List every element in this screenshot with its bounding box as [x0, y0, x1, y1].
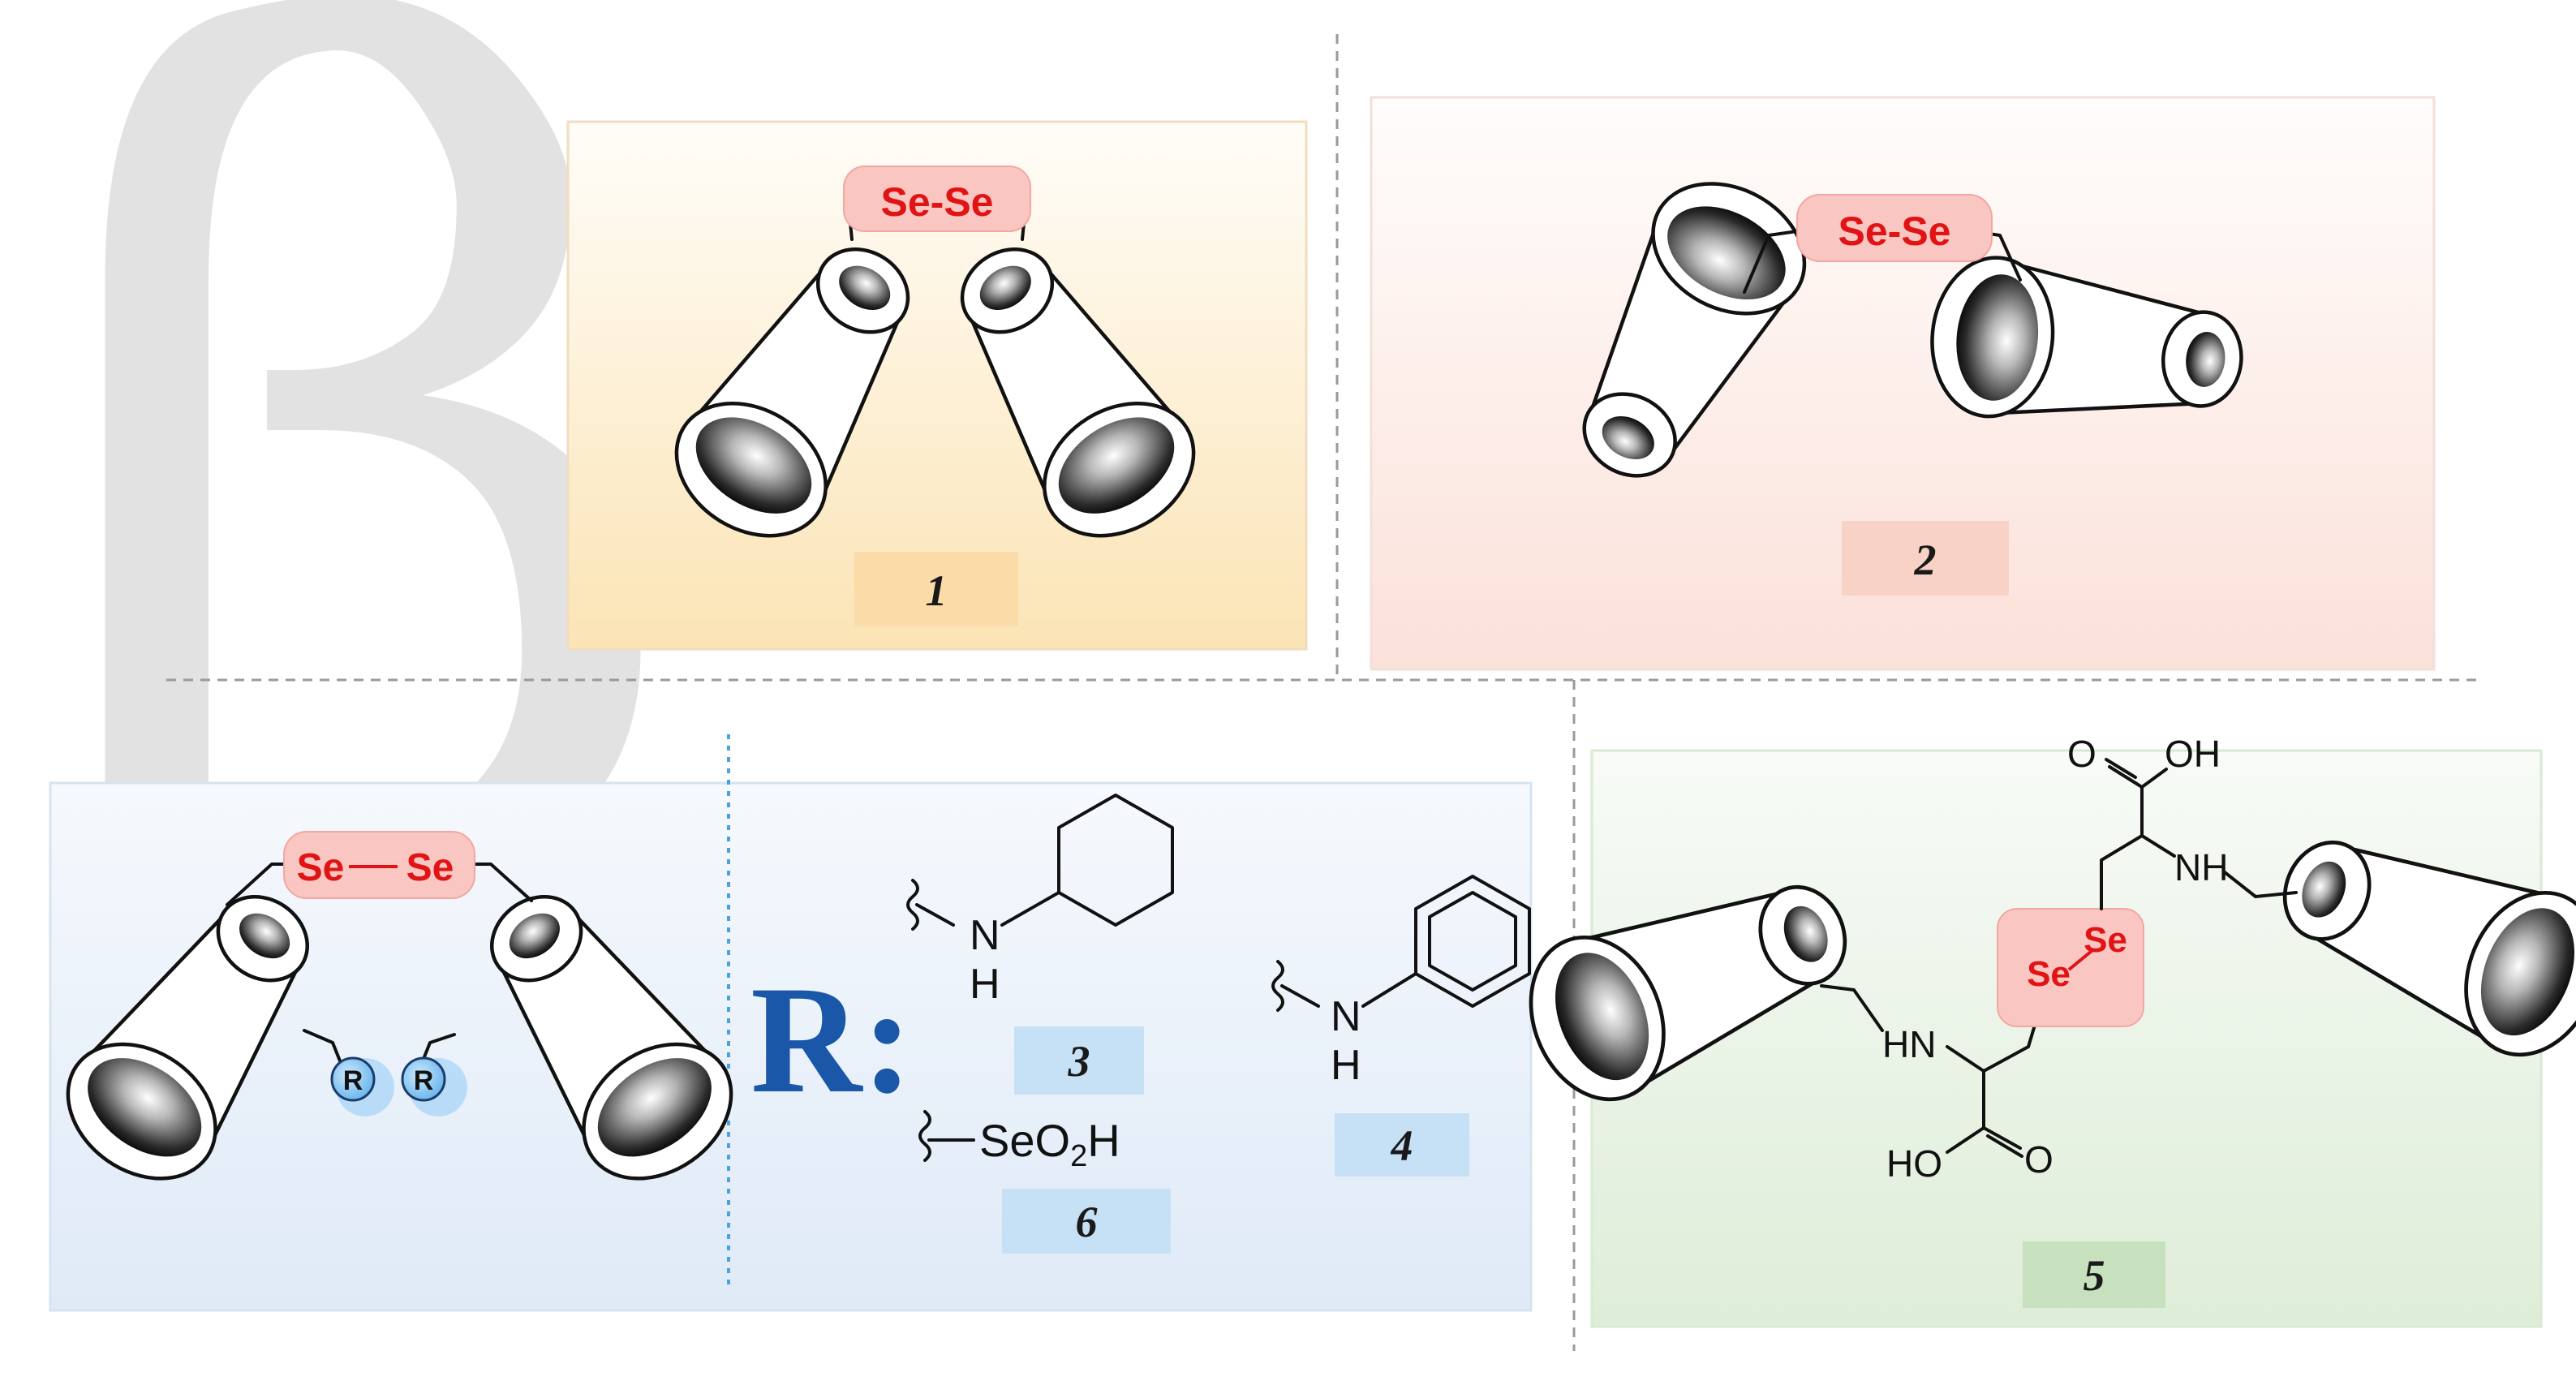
r4-h: H [1331, 1042, 1361, 1089]
c5-nh: NH [2174, 846, 2228, 888]
label-box-3 [1014, 1026, 1144, 1095]
panel-compound-5: HN HO O Se Se O OH NH 5 [1507, 733, 2576, 1328]
se-se-highlight-2 [1796, 194, 1993, 262]
panel-compound-1: Se-Se 1 [566, 120, 1308, 651]
se-left-generic: Se [297, 846, 345, 889]
c5-se-upper: Se [2084, 920, 2127, 960]
se-se-linker-1: Se-Se [881, 179, 994, 225]
r-legend-title: R: [750, 955, 913, 1125]
r-label-6: 6 [1076, 1198, 1098, 1246]
c5-o-bottom: O [2024, 1138, 2053, 1181]
c5-se-lower: Se [2027, 954, 2071, 994]
label-box-2 [1842, 521, 2009, 596]
r3-h: H [970, 961, 1000, 1008]
compound-label-2: 2 [1914, 536, 1937, 584]
se-se-highlight-1 [843, 166, 1031, 232]
r-group-left: R [343, 1065, 363, 1096]
label-box-4 [1335, 1113, 1469, 1177]
label-box-5 [2023, 1241, 2165, 1308]
panel-generic-r: Se Se R R R: N H 3 N H 4 SeO2H [42, 734, 1533, 1312]
r-group-right: R [414, 1065, 434, 1096]
compound-label-1: 1 [926, 566, 948, 615]
label-box-6 [1002, 1189, 1171, 1254]
r-label-4: 4 [1391, 1121, 1413, 1170]
c5-hn: HN [1882, 1023, 1936, 1065]
se-se-linker-2: Se-Se [1838, 209, 1951, 254]
r-label-3: 3 [1068, 1037, 1090, 1086]
c5-ho: HO [1886, 1142, 1942, 1185]
dashed-dividers [166, 34, 2479, 1351]
panel-compound-2: Se-Se 2 [1370, 96, 2436, 671]
r6-group: SeO2H [979, 1115, 1120, 1173]
label-box-1 [854, 552, 1018, 626]
compound-label-5: 5 [2084, 1251, 2105, 1300]
c5-oh-top: OH [2165, 733, 2221, 775]
c5-o-top: O [2067, 733, 2096, 775]
r4-n: N [1331, 993, 1361, 1040]
se-right-generic: Se [406, 846, 454, 889]
r3-n: N [970, 912, 1000, 959]
